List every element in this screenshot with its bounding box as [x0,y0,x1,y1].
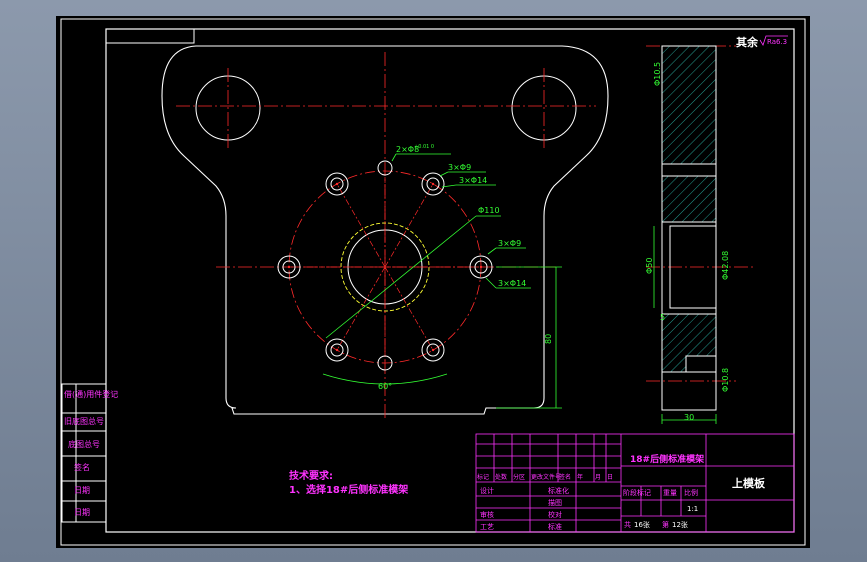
roughness-note-text: 其余 [736,35,759,49]
title-block [475,433,795,533]
mold-name: 18#后侧标准模架 [630,453,704,465]
dim-d4: Φ110 [478,206,500,215]
dim-d1: 2×Φ8 [396,145,419,154]
svg-text:月: 月 [595,474,601,481]
dim-s4: 5 [660,313,665,322]
side-label-2: 底图总号 [68,439,100,449]
side-label-5: 日期 [74,508,90,517]
drawing-sheet: 借(通)用件登记 旧底图总号 底图总号 签名 日期 日期 [56,16,810,548]
svg-text:标记: 标记 [477,473,489,481]
dim-d3: 3×Φ14 [459,176,487,185]
svg-text:分区: 分区 [513,473,525,481]
dimension-leaders [322,153,562,409]
roughness-value: Ra6.3 [767,38,787,46]
tech-req-line1: 1、选择18#后侧标准模架 [289,483,408,496]
dim-s2: Φ50 [645,258,654,274]
svg-text:更改文件号: 更改文件号 [531,473,561,481]
svg-text:描图: 描图 [548,498,562,507]
scale-value: 1:1 [687,505,698,513]
inner-frame [105,28,795,533]
corner-box [105,28,195,44]
title-roles-left: 设计 审核 工艺 [480,486,494,531]
svg-text:比例: 比例 [684,488,698,497]
dim-d1-tol: +0.01 0 [414,144,434,150]
section-view [661,45,717,411]
tech-req-title: 技术要求: [289,469,333,482]
dim-s3: Φ42.08 [721,251,730,280]
title-row-headers: 标记 处数 分区 更改文件号 签名 年 月 日 [477,473,613,481]
sheet-no: 12张 [672,520,688,529]
hole-centers [287,182,483,352]
plate-outline [161,45,609,415]
sheet-no-label: 第 [662,520,669,529]
title-cols-right: 阶段标记 重量 比例 [623,488,698,497]
dim-s6: 30 [684,413,694,422]
dim-d5: 3×Φ9 [498,239,521,248]
svg-text:工艺: 工艺 [480,523,494,531]
radial-lines [289,171,481,363]
side-label-0: 借(通)用件登记 [64,389,118,399]
svg-text:重量: 重量 [663,489,677,497]
svg-text:标准: 标准 [548,522,562,531]
roughness-symbol-icon [759,35,788,46]
drawing-canvas: 借(通)用件登记 旧底图总号 底图总号 签名 日期 日期 [60,18,806,546]
sheets-total: 16张 [634,520,650,529]
side-label-4: 日期 [74,486,90,495]
dim-d7: 80 [544,334,553,344]
part-name: 上模板 [732,476,766,490]
svg-text:标准化: 标准化 [548,486,569,495]
side-label-1: 旧底图总号 [64,416,104,426]
dim-d2: 3×Φ9 [448,163,471,172]
svg-text:日: 日 [607,474,613,481]
title-roles-mid: 标准化 描图 校对 标准 [548,486,569,531]
svg-text:签名: 签名 [559,473,571,481]
outer-frame [60,18,806,546]
dim-d8: 60° [378,382,392,391]
dim-d6: 3×Φ14 [498,279,526,288]
side-label-3: 签名 [74,462,90,472]
side-stamp-column [61,383,107,523]
sheets-total-label: 共 [624,520,631,529]
svg-text:校对: 校对 [548,510,562,519]
svg-text:阶段标记: 阶段标记 [623,488,651,497]
bolt-holes [277,160,493,371]
dim-s1: Φ10.5 [653,62,662,86]
dim-s5: Φ10.8 [721,368,730,392]
svg-text:审核: 审核 [480,510,494,519]
svg-text:处数: 处数 [495,473,507,481]
svg-text:年: 年 [577,473,583,481]
svg-text:设计: 设计 [480,486,494,495]
section-dims [653,226,717,424]
